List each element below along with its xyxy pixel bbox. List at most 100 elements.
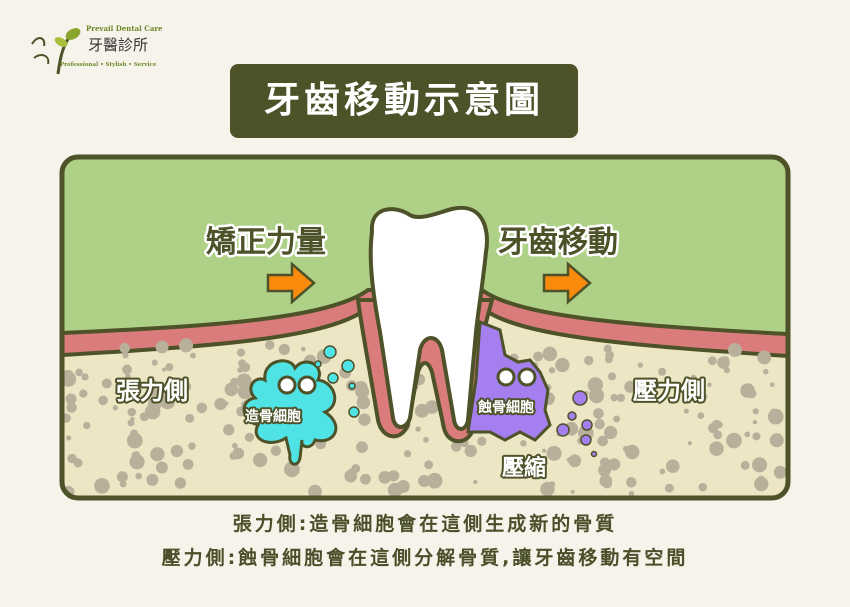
bone-dot (536, 472, 544, 479)
arrow-right-icon (266, 261, 316, 305)
bone-dot (548, 367, 556, 374)
bone-dot (351, 463, 361, 474)
bone-dot (252, 452, 268, 468)
bone-dot (356, 441, 368, 454)
bone-dot (605, 355, 613, 364)
bone-dot (155, 461, 168, 474)
bone-dot (225, 385, 235, 395)
bone-dot (664, 483, 674, 493)
movement-label: 牙齒移動 (498, 225, 618, 260)
bone-dot (66, 402, 77, 413)
bone-dot (637, 362, 644, 368)
bone-dot (116, 471, 128, 483)
bone-dot (122, 364, 132, 375)
bone-dot (81, 373, 89, 381)
bone-dot (188, 442, 196, 450)
bone-dot (417, 406, 429, 417)
bone-dot (174, 477, 187, 489)
bone-dot (74, 461, 80, 466)
bone-dot (604, 425, 618, 440)
bone-dot (126, 432, 143, 449)
bone-dot (358, 413, 371, 426)
bone-dot (752, 419, 758, 425)
bone-dot (270, 445, 282, 456)
bone-dot (752, 408, 759, 415)
bone-dot (633, 391, 643, 401)
logo-chinese: 牙醫診所 (88, 36, 149, 54)
bone-dot (683, 408, 689, 414)
bone-dot (593, 408, 604, 419)
arrow-right-icon (542, 261, 592, 305)
bone-dot (570, 489, 575, 494)
bone-dot (568, 454, 582, 468)
bone-dot (130, 417, 135, 422)
bone-dot (237, 384, 253, 400)
osteoclast-bubbles (556, 390, 598, 458)
bone-dot (232, 447, 245, 460)
force-label: 矯正力量 (206, 225, 326, 260)
bone-dot (717, 356, 730, 369)
bone-dot (62, 371, 77, 387)
bone-dot (520, 440, 527, 447)
bone-dot (464, 444, 477, 458)
osteoblast-label: 造骨細胞 (245, 408, 301, 425)
bone-dot (378, 471, 392, 484)
bone-dot (147, 387, 157, 397)
bone-dot (757, 475, 765, 483)
bone-dot (665, 459, 680, 474)
bone-dot (723, 367, 731, 374)
bone-dot (230, 377, 239, 387)
bone-dot (75, 368, 83, 377)
bone-dot (707, 356, 717, 366)
bone-dot (607, 458, 621, 471)
bone-dot (223, 424, 235, 436)
bone-dot (424, 460, 434, 470)
bone-dot (83, 421, 91, 430)
bone-dot (360, 473, 371, 485)
bone-dot (769, 433, 784, 448)
title-text: 牙齒移動示意圖 (263, 80, 544, 121)
bone-dot (727, 343, 742, 358)
bone-dot (301, 346, 306, 352)
bone-dot (603, 344, 612, 353)
bone-dot (769, 382, 775, 388)
bone-dot (119, 480, 127, 488)
bone-dot (607, 372, 617, 381)
bone-dot (546, 445, 562, 461)
leaf-logo-icon (31, 28, 81, 75)
bone-dot (599, 474, 613, 488)
bone-dot (119, 342, 130, 354)
bone-dot (181, 381, 192, 392)
bone-dot (196, 402, 208, 414)
bone-dot (610, 393, 619, 402)
bone-dot (626, 476, 637, 488)
bone-dot (774, 440, 781, 447)
bone-dot (147, 396, 162, 411)
diagram-frame (59, 154, 791, 501)
logo-english: Prevail Dental Care (86, 24, 163, 33)
bone-dot (542, 346, 558, 362)
bone-dot (127, 395, 133, 401)
bone-dot (477, 436, 487, 446)
bone-dot (101, 378, 112, 389)
bone-dot (155, 340, 169, 354)
bone-dot (613, 415, 621, 423)
bone-dot (418, 474, 431, 488)
bone-dot (659, 468, 666, 475)
bone-dot (757, 350, 772, 365)
bone-dot (122, 352, 129, 359)
bone-dot (555, 357, 570, 373)
bone-dot (190, 352, 196, 359)
bone-dot (740, 383, 755, 398)
bone-dot (751, 457, 768, 473)
bone-dot (66, 435, 72, 441)
bone-dot (139, 412, 149, 422)
bone-dot (135, 472, 143, 480)
bone-dot (423, 437, 429, 443)
bone-dot (588, 388, 605, 404)
bone-dot (240, 362, 251, 373)
bone-dot (697, 412, 705, 420)
bone-dot (713, 430, 723, 440)
bone-dot (125, 373, 131, 380)
